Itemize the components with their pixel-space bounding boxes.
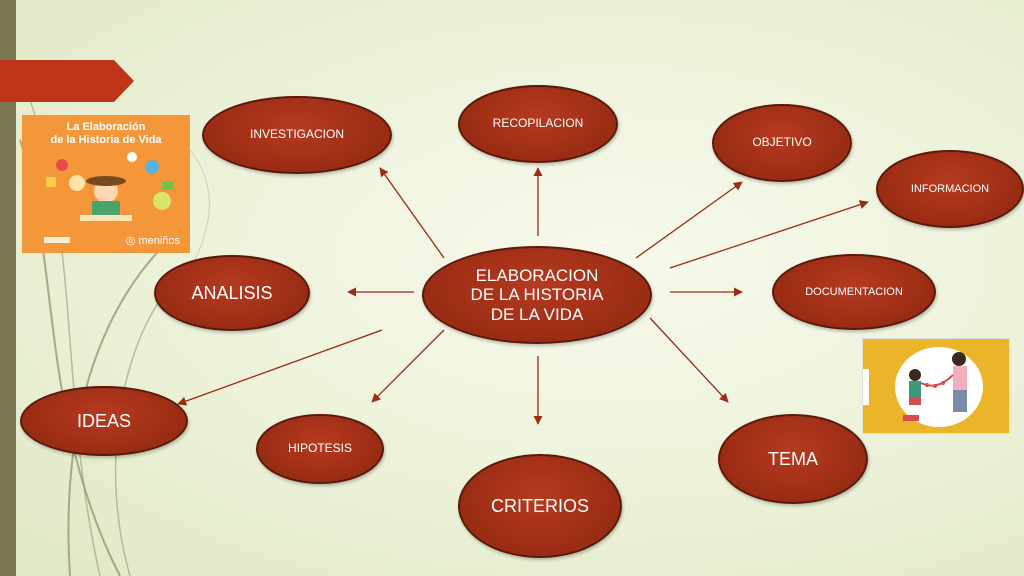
center-node: ELABORACION DE LA HISTORIA DE LA VIDA: [422, 246, 652, 344]
arrow-to-hipotesis: [371, 329, 445, 403]
center-line-1: ELABORACION: [475, 265, 599, 285]
node-tema-label: TEMA: [767, 448, 818, 469]
node-documentacion: DOCUMENTACION: [772, 254, 936, 330]
book-title: La Elaboración de la Historia de Vida: [22, 121, 190, 146]
arrow-to-informacion: [669, 200, 869, 269]
node-criterios-label: CRITERIOS: [490, 495, 589, 516]
book-title-line-2: de la Historia de Vida: [50, 133, 162, 146]
book-illustration: [44, 152, 174, 243]
accent-arrow-tab: [0, 60, 134, 102]
arrow-to-objetivo: [635, 181, 743, 259]
node-recopilacion: RECOPILACION: [458, 85, 618, 163]
book-brand-label: meniños: [138, 235, 180, 247]
arrow-to-ideas: [177, 329, 383, 406]
node-tema: TEMA: [718, 414, 868, 504]
center-line-3: DE LA VIDA: [490, 304, 584, 324]
book-brand: ◎ meniños: [126, 234, 180, 247]
children-illustration: [863, 339, 1009, 433]
node-documentacion-label: DOCUMENTACION: [805, 285, 903, 298]
arrow-to-tema: [649, 317, 729, 403]
book-title-line-1: La Elaboración: [66, 121, 146, 133]
book-cover-image: La Elaboración de la Historia de Vida ◎ …: [22, 115, 190, 253]
node-criterios: CRITERIOS: [458, 454, 622, 558]
node-recopilacion-label: RECOPILACION: [492, 116, 584, 131]
node-objetivo: OBJETIVO: [712, 104, 852, 182]
node-investigacion-label: INVESTIGACION: [249, 127, 344, 142]
node-informacion: INFORMACION: [876, 150, 1024, 228]
node-hipotesis: HIPOTESIS: [256, 414, 384, 484]
center-line-2: DE LA HISTORIA: [470, 285, 604, 305]
node-analisis-label: ANALISIS: [191, 282, 273, 303]
node-analisis: ANALISIS: [154, 255, 310, 331]
meninos-logo-icon: ◎: [125, 235, 136, 247]
node-investigacion: INVESTIGACION: [202, 96, 392, 174]
arrow-to-investigacion: [379, 167, 445, 259]
node-ideas: IDEAS: [20, 386, 188, 456]
illustration-photo: [862, 338, 1010, 434]
node-objetivo-label: OBJETIVO: [752, 135, 812, 150]
node-ideas-label: IDEAS: [76, 410, 132, 431]
node-informacion-label: INFORMACION: [910, 182, 990, 195]
node-hipotesis-label: HIPOTESIS: [287, 441, 352, 456]
left-accent-bar: [0, 0, 16, 576]
